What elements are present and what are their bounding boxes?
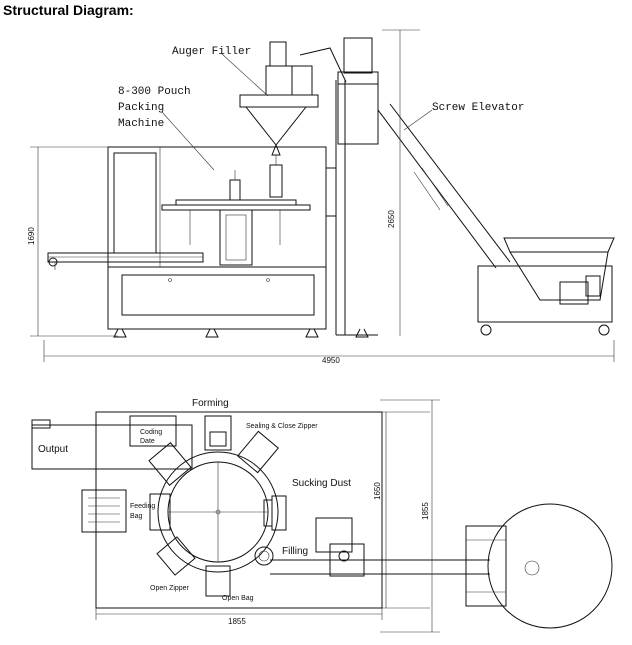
dim-width-1855: 1855 [228, 617, 246, 626]
station-open-zipper [156, 536, 196, 576]
dim-height-1855: 1855 [421, 502, 430, 520]
side-view: Auger Filler 8-300 Pouch Packing Machine… [27, 29, 615, 365]
diagram-heading: Structural Diagram: [3, 2, 134, 18]
dim-height-1690: 1690 [27, 227, 36, 245]
label-forming: Forming [192, 398, 229, 409]
station-feeding [149, 493, 171, 531]
label-sealing-close-zipper: Sealing & Close Zipper [246, 423, 318, 430]
label-filling: Filling [282, 546, 308, 557]
auger-filler [239, 41, 319, 198]
rotary-table [175, 199, 297, 206]
station-open-bag [205, 565, 231, 597]
label-machine-line1: 8-300 Pouch [118, 86, 191, 98]
machine-cabinet [107, 146, 327, 268]
label-machine-line2: Packing [118, 102, 164, 114]
dim-height-1650: 1650 [373, 482, 382, 500]
label-coding-line2: Date [140, 438, 155, 445]
hopper-top-view [465, 503, 613, 629]
cabinet-door [113, 152, 157, 254]
label-output: Output [38, 444, 68, 455]
top-view: Forming Sealing & Close Zipper Sucking D… [31, 398, 613, 633]
dim-length-4950: 4950 [322, 356, 340, 365]
label-auger-filler: Auger Filler [172, 46, 251, 58]
station-sucking-dust [271, 495, 287, 531]
label-sucking-dust: Sucking Dust [292, 478, 351, 489]
bag-magazine [81, 489, 127, 533]
elevator-hopper [477, 237, 615, 336]
station-forming [204, 415, 232, 451]
dim-height-2650: 2650 [387, 210, 396, 228]
output-conveyor [47, 252, 204, 263]
frame-outline [95, 411, 383, 609]
screw-elevator [377, 103, 511, 269]
machine-base [107, 266, 327, 330]
label-open-bag: Open Bag [222, 595, 254, 602]
label-open-zipper: Open Zipper [150, 585, 190, 592]
label-machine-line3: Machine [118, 118, 164, 130]
label-feeding-line1: Feeding [130, 503, 155, 510]
label-screw-elevator: Screw Elevator [432, 102, 524, 114]
station-filling [254, 546, 274, 566]
label-coding-line1: Coding [140, 429, 162, 436]
station-coding [148, 442, 192, 486]
elevator-motor [343, 37, 373, 74]
label-feeding-line2: Bag [130, 513, 143, 520]
output-conveyor-top [31, 424, 193, 470]
station-sealing [237, 430, 279, 474]
